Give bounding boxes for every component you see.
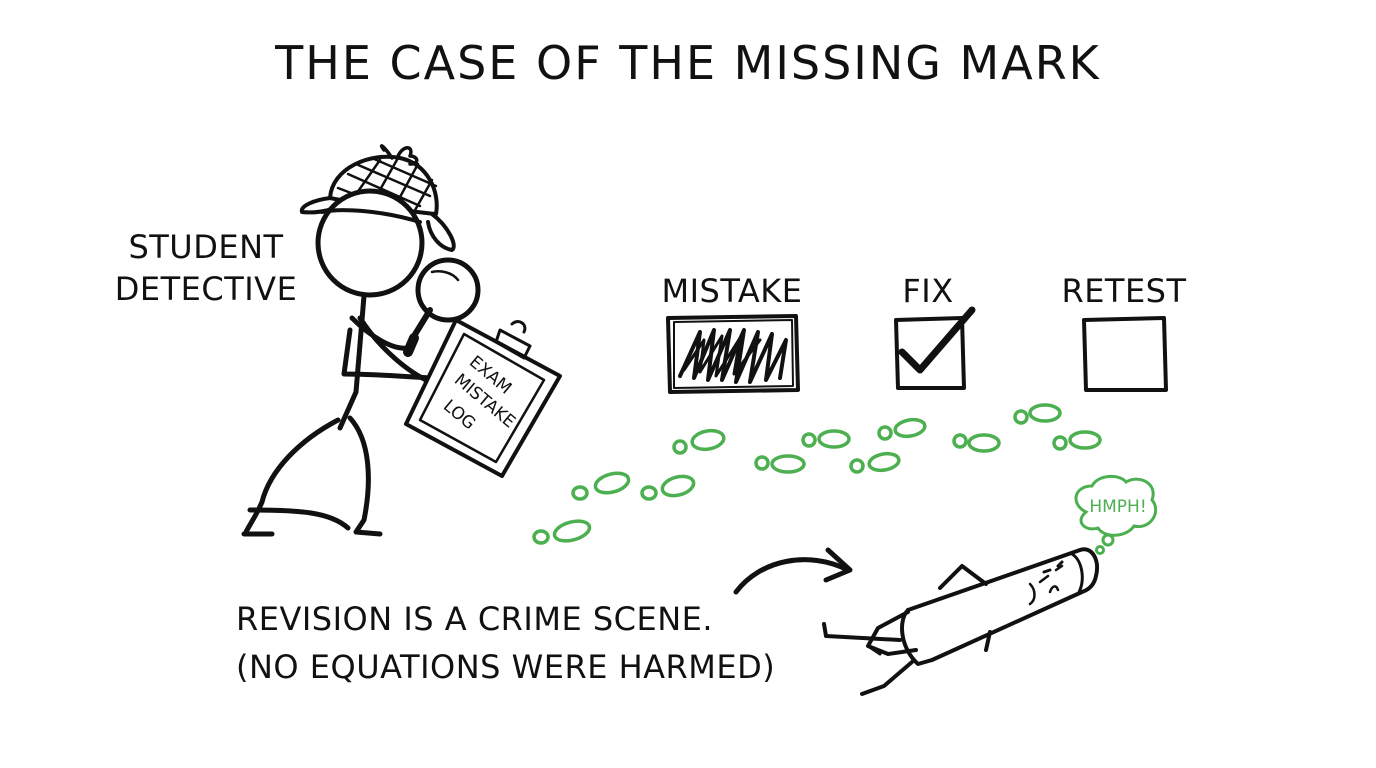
magnifying-glass-icon [403,257,481,357]
mistake-box [666,314,800,394]
step-label-fix: FIX [902,272,954,310]
footprint-icon [532,519,592,545]
retest-box [1082,316,1168,392]
caption-line1: REVISION IS A CRIME SCENE. [236,600,714,638]
footprint-icon [640,474,696,501]
thought-bubble [1074,475,1158,555]
footprint-icon [849,451,901,474]
footprint-icon [672,428,726,455]
clipboard-icon [404,318,562,478]
fix-box [894,306,976,390]
highlighter-marker [822,547,1099,696]
curved-arrow-icon [733,547,853,595]
caption-line2: (NO EQUATIONS WERE HARMED) [236,648,776,686]
footprint-icon [754,454,806,474]
character-label-line2: DETECTIVE [114,270,298,308]
footprint-trail [532,403,1102,545]
step-label-mistake: MISTAKE [661,272,803,310]
character-label: STUDENT DETECTIVE [106,226,306,310]
footprint-icon [571,471,631,501]
footprint-icon [1013,403,1062,425]
footprint-icon [877,417,927,441]
thought-bubble-text: HMPH! [1089,497,1147,517]
page-title: THE CASE OF THE MISSING MARK [275,36,1101,90]
character-label-line1: STUDENT [128,228,284,266]
footprint-icon [952,433,1001,453]
step-label-retest: RETEST [1061,272,1187,310]
footprint-icon [801,429,851,449]
detective-figure [241,144,562,537]
footprint-icon [1052,430,1102,451]
